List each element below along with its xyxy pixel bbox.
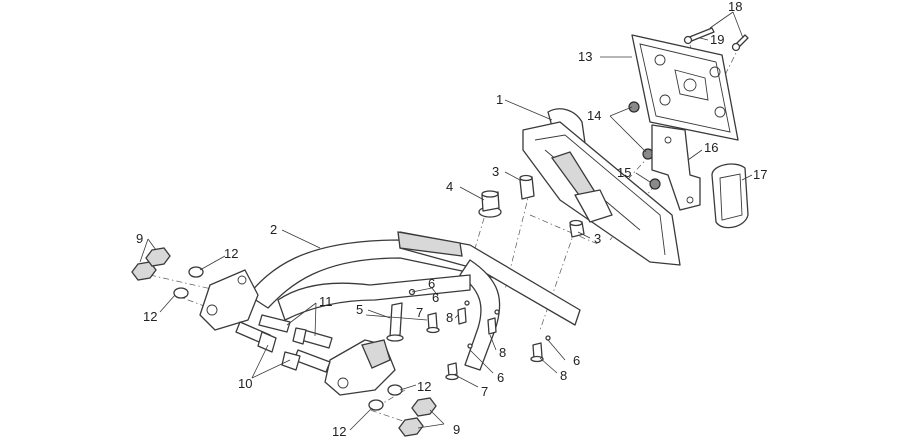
callout-4: 4 — [446, 179, 453, 194]
tail-bracket — [522, 108, 681, 266]
callout-5: 5 — [356, 302, 363, 317]
callout-7: 7 — [416, 305, 423, 320]
callout-15: 15 — [617, 165, 631, 180]
callout-1: 1 — [496, 92, 503, 107]
callout-3: 3 — [594, 231, 601, 246]
bolts-10 — [235, 321, 331, 373]
spacers-3 — [519, 174, 585, 238]
callout-9: 9 — [136, 231, 143, 246]
callout-6: 6 — [432, 290, 439, 305]
bolt-5 — [386, 302, 404, 342]
callout-19: 19 — [710, 32, 724, 47]
callout-14: 14 — [587, 108, 601, 123]
callout-18: 18 — [728, 0, 742, 14]
callout-8: 8 — [499, 345, 506, 360]
callout-8: 8 — [560, 368, 567, 383]
callout-6: 6 — [573, 353, 580, 368]
callout-13: 13 — [578, 49, 592, 64]
bolts-11 — [258, 314, 333, 349]
callout-17: 17 — [753, 167, 767, 182]
callout-12: 12 — [332, 424, 346, 437]
screws-18 — [683, 27, 749, 52]
callout-labels: 1 2 3 3 4 5 6 6 6 6 7 7 8 8 8 9 9 10 11 … — [136, 0, 767, 437]
callout-16: 16 — [704, 140, 718, 155]
callout-9: 9 — [453, 422, 460, 437]
reflector-bracket — [651, 124, 701, 211]
callout-12: 12 — [143, 309, 157, 324]
callout-6: 6 — [497, 370, 504, 385]
grommet-4 — [478, 190, 502, 218]
callout-2: 2 — [270, 222, 277, 237]
callout-3: 3 — [492, 164, 499, 179]
reflector — [711, 163, 749, 229]
leader-lines — [139, 11, 753, 431]
rear-frame — [199, 231, 581, 396]
callout-6: 6 — [428, 276, 435, 291]
pins-6-7-8 — [408, 288, 551, 381]
nuts-washers — [131, 247, 437, 437]
callout-10: 10 — [238, 376, 252, 391]
callout-11: 11 — [319, 294, 333, 309]
callout-8: 8 — [446, 310, 453, 325]
callout-7: 7 — [481, 384, 488, 399]
plate-holder — [631, 34, 739, 141]
callout-12: 12 — [224, 246, 238, 261]
callout-12: 12 — [417, 379, 431, 394]
